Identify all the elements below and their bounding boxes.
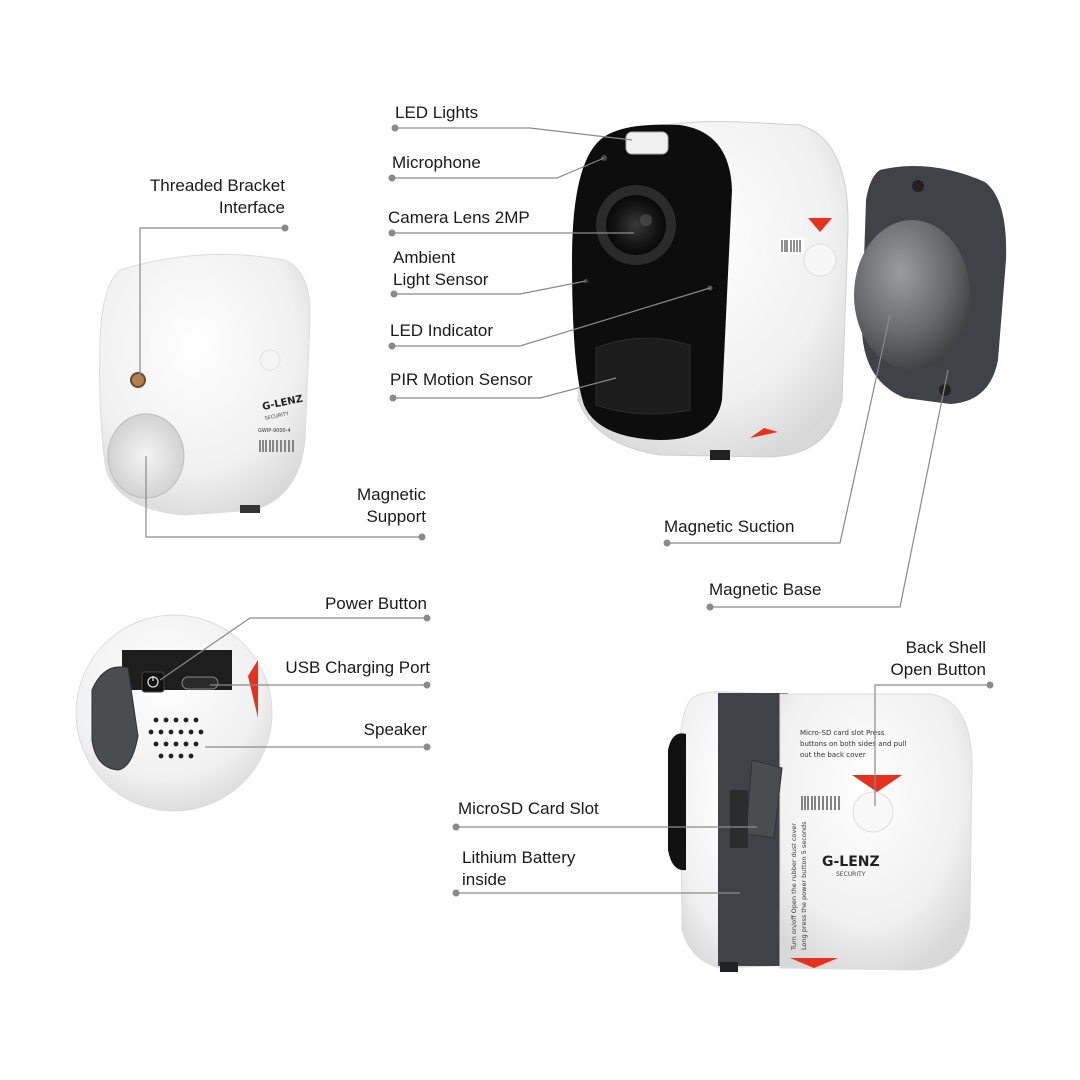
label-back-shell-line2: Open Button [890, 660, 986, 679]
callout-line-ambient [394, 280, 587, 295]
label-led-lights: LED Lights [395, 103, 479, 122]
rubber-cover [91, 666, 139, 771]
power-button-icon [141, 671, 165, 693]
red-arrow-icon [852, 775, 902, 792]
label-ambient-line1: Ambient [393, 248, 456, 267]
svg-text:SECURITY: SECURITY [836, 871, 866, 878]
callout-line-back-shell [874, 684, 990, 806]
camera-side-view: Micro-SD card slot Press buttons on both… [668, 691, 973, 972]
callout-line-led-lights [395, 127, 633, 141]
screw-hole-icon [939, 384, 951, 396]
red-arrow-icon [750, 428, 778, 438]
speaker-grille-icon [148, 717, 204, 759]
callout-line-magnetic-base [710, 369, 949, 608]
screw-hole-icon [912, 180, 924, 192]
callout-dots [281, 124, 994, 897]
label-back-shell-line1: Back Shell [905, 638, 986, 657]
svg-text:Micro-SD card slot Press: Micro-SD card slot Press [800, 729, 885, 737]
red-arrow-icon [808, 218, 832, 232]
usb-port-icon [181, 676, 219, 690]
red-arrow-icon [790, 958, 838, 968]
callout-line-pir [393, 377, 617, 399]
pir-window [595, 337, 691, 415]
label-threaded-line2: Interface [218, 198, 285, 217]
label-camera-lens: Camera Lens 2MP [388, 208, 530, 227]
barcode-icon [259, 440, 294, 452]
label-battery-line2: inside [462, 870, 507, 889]
label-ambient-line2: Light Sensor [393, 270, 489, 289]
svg-text:GWIP-9000-4: GWIP-9000-4 [258, 428, 291, 434]
callout-lines [139, 127, 990, 894]
svg-text:Long press the power button 5: Long press the power button 5 seconds [800, 821, 808, 950]
magnetic-ball [854, 220, 970, 370]
svg-text:Turn on/off Open the rubber d: Turn on/off Open the rubber dust cover [790, 823, 798, 951]
label-magnetic-support-line2: Support [366, 507, 426, 526]
label-pir-sensor: PIR Motion Sensor [390, 370, 533, 389]
label-led-indicator: LED Indicator [390, 321, 493, 340]
label-magnetic-base: Magnetic Base [709, 580, 822, 599]
callout-line-power-button [159, 617, 427, 681]
callout-line-microphone [392, 157, 605, 179]
label-usb-port: USB Charging Port [285, 658, 430, 677]
label-speaker: Speaker [363, 720, 427, 739]
barcode-icon [780, 238, 804, 254]
callout-line-magnetic-support [145, 456, 422, 538]
brand-logo: G-LENZ [822, 854, 880, 870]
led-lights-window [625, 131, 669, 155]
camera-front-view [572, 121, 849, 460]
svg-text:out the back cover: out the back cover [800, 751, 866, 759]
label-magnetic-support-line1: Magnetic [357, 485, 426, 504]
callout-line-threaded [139, 227, 285, 380]
label-power-button: Power Button [324, 594, 427, 613]
port-closeup-view [75, 614, 273, 812]
lens-icon [606, 195, 666, 255]
label-microsd-slot: MicroSD Card Slot [458, 799, 599, 818]
label-microphone: Microphone [392, 153, 481, 172]
callout-line-magnetic-suction [667, 314, 891, 544]
barcode-icon [801, 796, 840, 810]
callout-line-led-indicator [392, 287, 711, 347]
red-arrow-icon [248, 660, 258, 718]
label-magnetic-suction: Magnetic Suction [664, 517, 795, 536]
back-shell-button-icon [852, 791, 894, 833]
camera-back-view: G-LENZ SECURITY GWIP-9000-4 [99, 253, 311, 516]
svg-text:SECURITY: SECURITY [264, 411, 290, 422]
label-threaded-line1: Threaded Bracket [149, 176, 285, 195]
magnetic-base-view [854, 166, 1007, 404]
label-battery-line1: Lithium Battery [462, 848, 576, 867]
threaded-interface-icon [130, 372, 146, 388]
svg-text:buttons on both sides and pul: buttons on both sides and pull [800, 740, 906, 748]
